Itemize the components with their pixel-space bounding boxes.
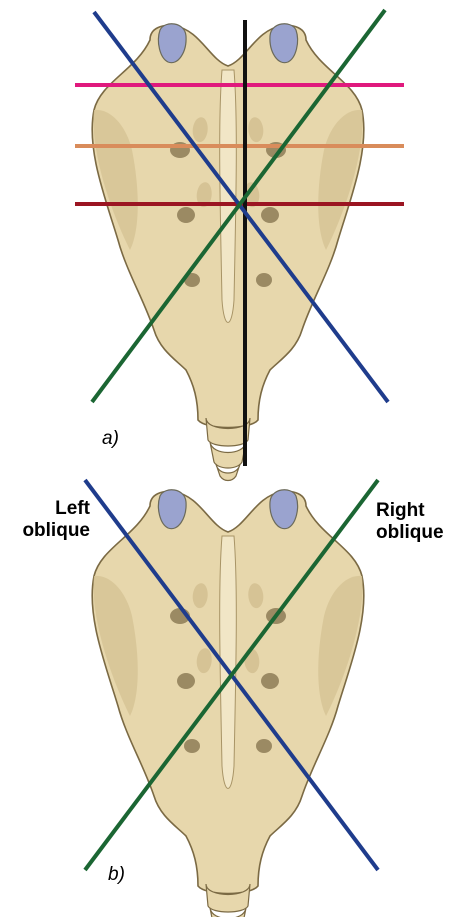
left-oblique-label: Left oblique [10,498,90,542]
right-oblique-label: Right oblique [376,500,456,544]
right-oblique-line1: Right [376,500,456,522]
panel-a-label: a) [102,428,119,450]
left-oblique-line1: Left [10,498,90,520]
right-oblique-line2: oblique [376,522,456,544]
panel-b-label: b) [108,864,125,886]
left-oblique-line2: oblique [10,520,90,542]
